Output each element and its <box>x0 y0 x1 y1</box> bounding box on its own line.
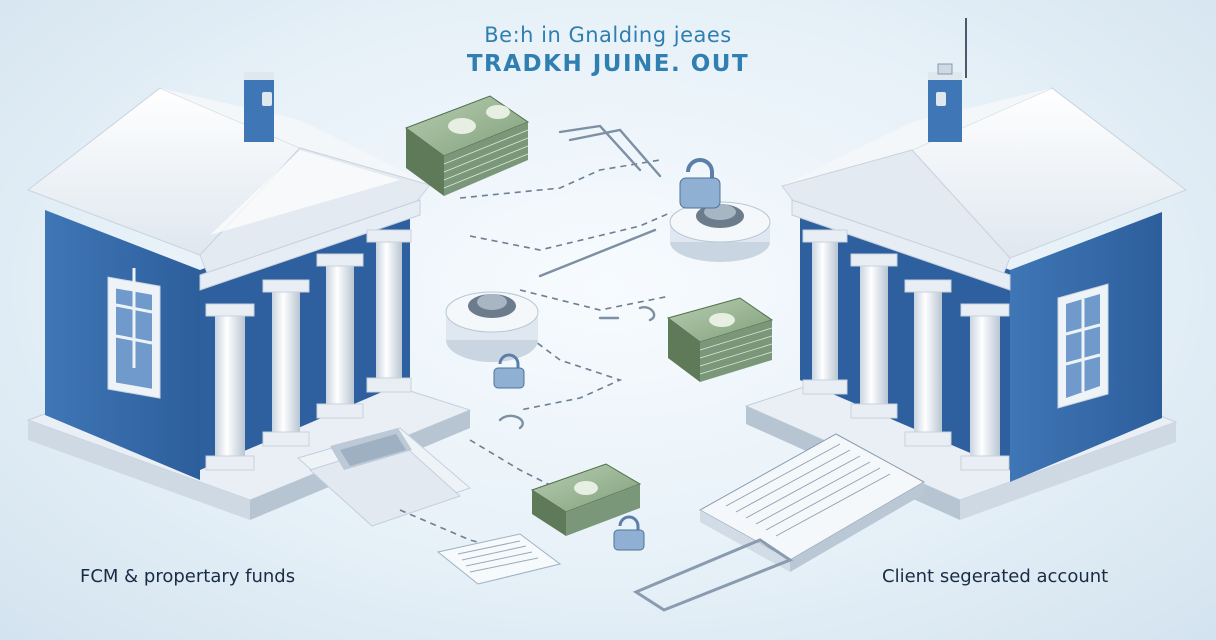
left-bank-columns <box>205 229 412 471</box>
dashed-connector-lines <box>399 159 673 549</box>
vault-disc-icon <box>669 201 771 262</box>
cash-stack-icon <box>666 297 774 382</box>
padlock-icon <box>613 515 645 551</box>
cash-stack-icon <box>530 463 642 536</box>
ledger-icon <box>632 433 926 612</box>
padlock-icon <box>493 353 525 389</box>
caption-fcm-funds: FCM & propertary funds <box>80 566 296 587</box>
right-bank-columns <box>802 229 1010 471</box>
vault-disc-icon <box>445 291 539 362</box>
bank-building-icon-left <box>26 72 472 527</box>
headline-line-2: TRADKH JUINE. OUT <box>466 51 750 77</box>
cash-stack-icon <box>404 95 530 196</box>
document-icon <box>436 533 562 585</box>
bank-building-icon-right <box>744 18 1188 520</box>
headline-line-1: Be:h in Gnalding jeaes <box>484 23 732 47</box>
padlock-icon <box>679 158 721 209</box>
solid-connector-lines <box>498 124 662 430</box>
caption-client-account: Client segerated account <box>882 566 1109 587</box>
